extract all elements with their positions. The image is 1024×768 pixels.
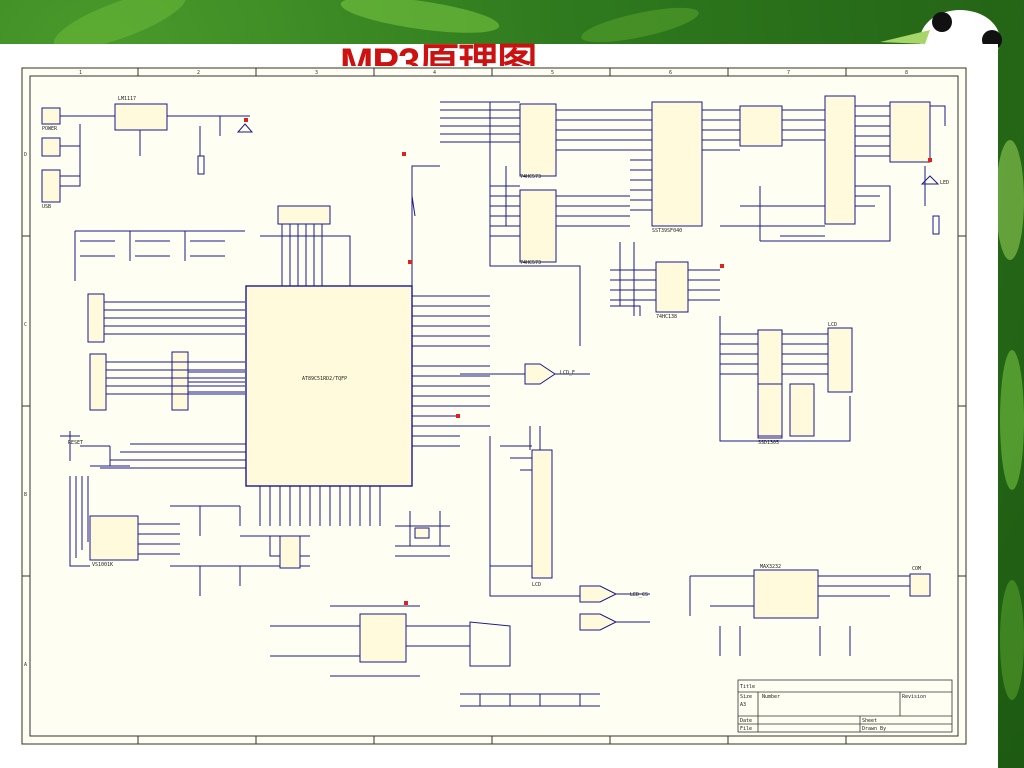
chip-u7-label: SSD1305 bbox=[758, 440, 779, 446]
title-block-title: Title bbox=[740, 684, 755, 690]
com-label: COM bbox=[912, 566, 921, 572]
title-block-size: Size bbox=[740, 694, 752, 700]
col-label: 6 bbox=[669, 70, 672, 76]
led-cs-label: LED_CS bbox=[630, 592, 648, 598]
chip-u10-label: MAX3232 bbox=[760, 564, 781, 570]
reset-label: RESET bbox=[68, 440, 83, 446]
col-label: 1 bbox=[79, 70, 82, 76]
title-block-revision: Revision bbox=[902, 694, 926, 700]
title-block-size-value: A3 bbox=[740, 702, 746, 708]
title-block-number: Number bbox=[762, 694, 780, 700]
row-label: C bbox=[24, 322, 27, 328]
col-label: 7 bbox=[787, 70, 790, 76]
chip-u1-label: LM1117 bbox=[118, 96, 136, 102]
title-block-drawn-by: Drawn By bbox=[862, 726, 886, 732]
row-label: A bbox=[24, 662, 27, 668]
col-label: 8 bbox=[905, 70, 908, 76]
usb-label: USB bbox=[42, 204, 51, 210]
row-label: B bbox=[24, 492, 27, 498]
lcd-label: LCD bbox=[532, 582, 541, 588]
chip-u5-label: 74HC138 bbox=[656, 314, 677, 320]
row-label: D bbox=[24, 152, 27, 158]
power-label: POWER bbox=[42, 126, 58, 132]
lcd-e-label: LCD_E bbox=[560, 370, 575, 376]
col-label: 5 bbox=[551, 70, 554, 76]
main-ic-label: AT89C51RD2/TQFP bbox=[302, 376, 347, 382]
title-block bbox=[737, 679, 953, 733]
col-label: 2 bbox=[197, 70, 200, 76]
col-label: 4 bbox=[433, 70, 436, 76]
title-block-sheet: Sheet bbox=[862, 718, 877, 724]
chip-u4-label: 74HC573 bbox=[520, 260, 541, 266]
chip-u9-label: VS1001K bbox=[92, 562, 113, 568]
chip-u8-label: LCD bbox=[828, 322, 837, 328]
chip-u3-label: 74HC573 bbox=[520, 174, 541, 180]
led-label: LED bbox=[940, 180, 949, 186]
chip-u6-label: SST39SF040 bbox=[652, 228, 682, 234]
mp3-schematic-diagram: 1 2 3 4 5 6 7 8 D C B A bbox=[20, 66, 968, 746]
title-block-file: File bbox=[740, 726, 752, 732]
title-block-date: Date bbox=[740, 718, 752, 724]
col-label: 3 bbox=[315, 70, 318, 76]
